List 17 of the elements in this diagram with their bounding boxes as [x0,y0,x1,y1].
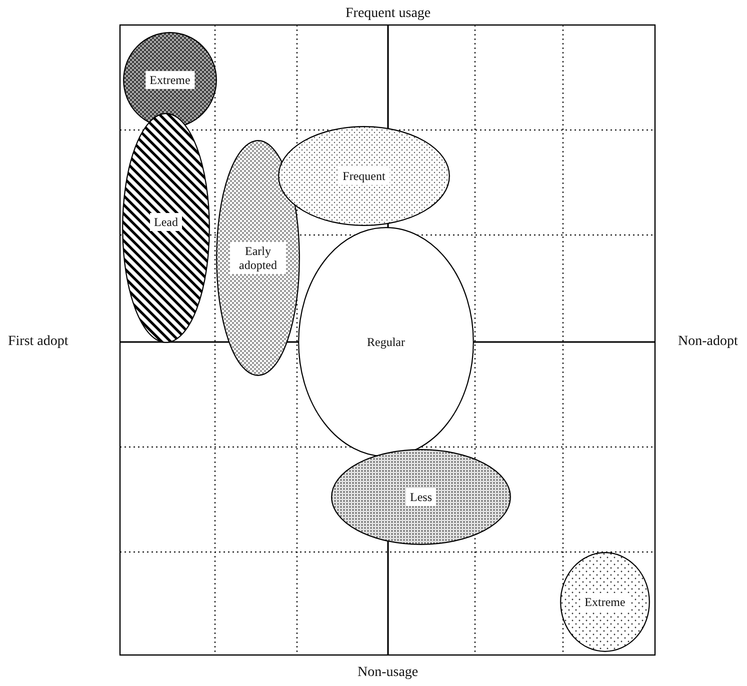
segment-label: Lead [150,213,182,231]
segment-ellipse [123,32,217,128]
segment-ellipse [331,449,511,545]
segment-ellipse [122,113,210,343]
segment-label: Extreme [580,593,630,611]
segment-ellipse [216,140,300,376]
segment-label: Extreme [146,71,194,89]
segment-ellipse [278,126,450,226]
segment-label: Frequent [338,167,390,185]
segment-label: Early adopted [230,242,286,274]
axis-label: Frequent usage [346,6,431,22]
axis-label: Non-adopt [678,334,738,350]
axis-label: Non-usage [358,665,418,681]
segment-label: Less [406,488,436,506]
segment-ellipse [560,552,650,652]
segment-ellipse [298,227,474,457]
axis-label: First adopt [8,334,68,350]
